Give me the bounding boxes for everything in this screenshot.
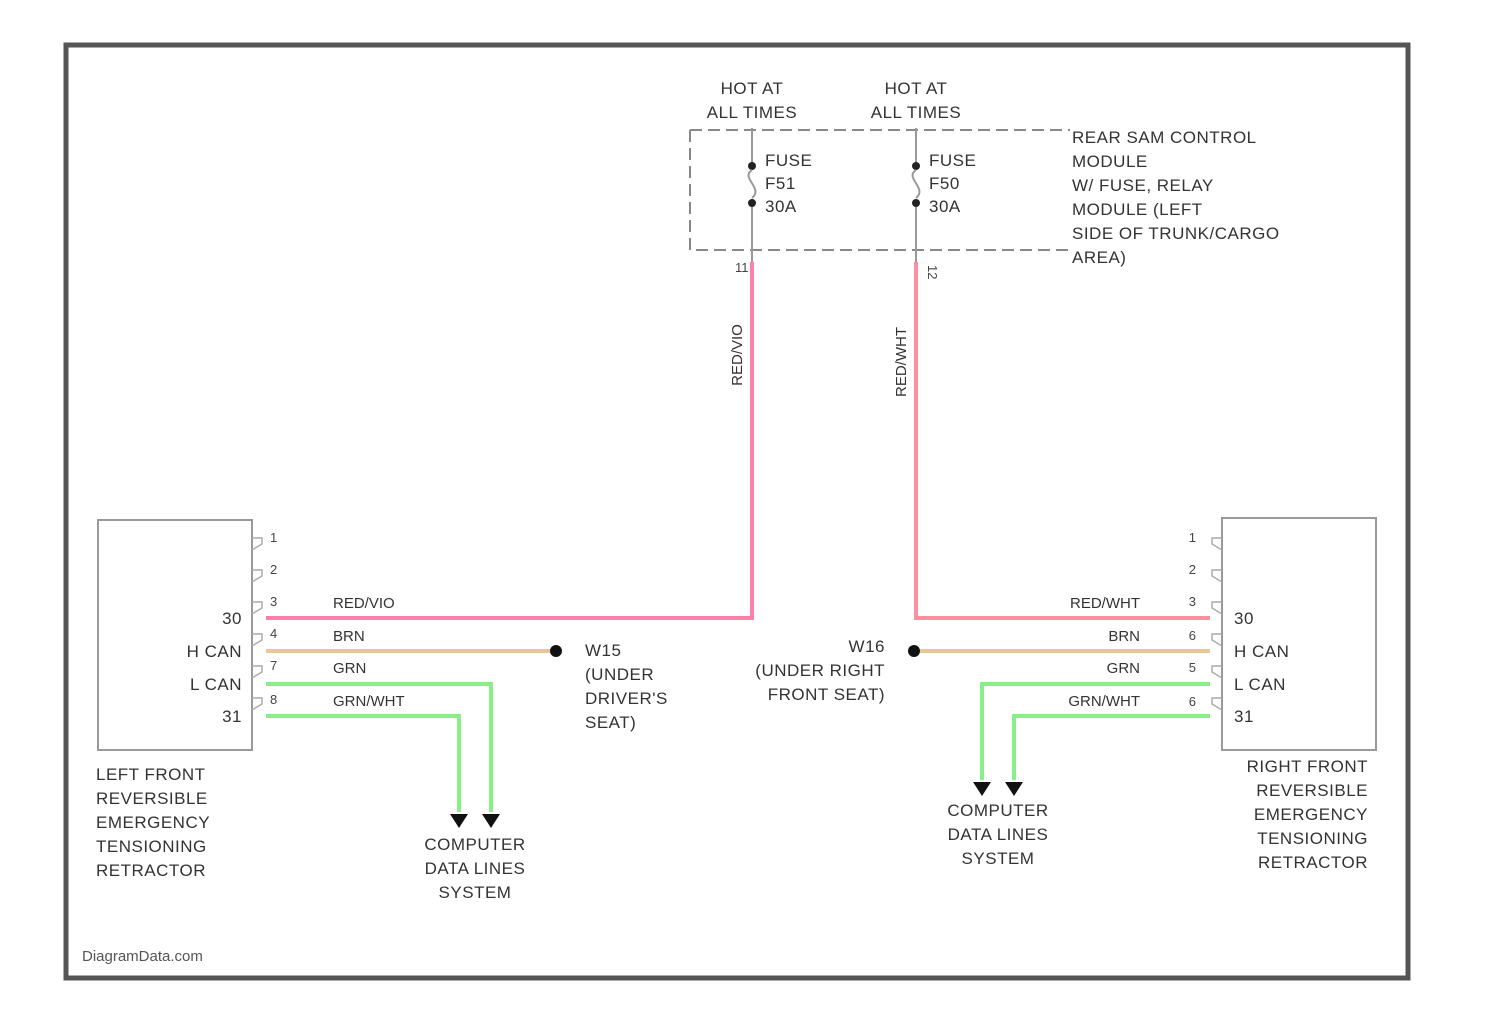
right-ground-label-2: (UNDER RIGHT xyxy=(755,661,885,680)
left-hot-at-line1: HOT AT xyxy=(721,79,784,98)
right-term-lcan: L CAN xyxy=(1234,675,1286,694)
left-wire-label-grnwht: GRN/WHT xyxy=(333,693,405,710)
left-data-lines-2: DATA LINES xyxy=(425,859,526,878)
right-module-pin: 12 xyxy=(925,265,940,279)
right-data-lines-2: DATA LINES xyxy=(948,825,1049,844)
left-retractor-label-3: EMERGENCY xyxy=(96,813,210,832)
module-label-1: REAR SAM CONTROL xyxy=(1072,128,1257,147)
right-fuse-label-3: 30A xyxy=(929,197,961,216)
left-term-31: 31 xyxy=(222,707,242,726)
module-label-2: MODULE xyxy=(1072,152,1148,171)
right-ground-label-3: FRONT SEAT) xyxy=(768,685,885,704)
right-term-30: 30 xyxy=(1234,609,1254,628)
right-wire-label-30: RED/WHT xyxy=(1070,595,1140,612)
left-ground-label-3: DRIVER'S xyxy=(585,689,668,708)
module-label-3: W/ FUSE, RELAY xyxy=(1072,176,1214,195)
right-pin-4: 6 xyxy=(1189,628,1196,643)
right-pin-5: 5 xyxy=(1189,660,1196,675)
right-fuse-label-2: F50 xyxy=(929,174,960,193)
left-fuse-label-1: FUSE xyxy=(765,151,812,170)
right-ground-point xyxy=(908,645,920,657)
left-ground-label-4: SEAT) xyxy=(585,713,636,732)
left-pin-4: 4 xyxy=(270,626,277,641)
right-pin-3: 3 xyxy=(1189,594,1196,609)
right-ground-label-1: W16 xyxy=(849,637,885,656)
right-pin-1: 1 xyxy=(1189,530,1196,545)
left-wire-label-30: RED/VIO xyxy=(333,595,395,612)
left-data-lines-1: COMPUTER xyxy=(424,835,525,854)
left-term-hcan: H CAN xyxy=(187,642,242,661)
left-fuse-label-2: F51 xyxy=(765,174,796,193)
left-ground-label-1: W15 xyxy=(585,641,621,660)
left-module-pin: 11 xyxy=(735,260,749,275)
left-pin-2: 2 xyxy=(270,562,277,577)
left-wire-label-grn: GRN xyxy=(333,660,366,677)
module-label-6: AREA) xyxy=(1072,248,1126,267)
left-retractor-label-2: REVERSIBLE xyxy=(96,789,208,808)
right-hot-at-line2: ALL TIMES xyxy=(871,103,961,122)
left-retractor-label-1: LEFT FRONT xyxy=(96,765,206,784)
right-pin-2: 2 xyxy=(1189,562,1196,577)
right-pin-6: 6 xyxy=(1189,694,1196,709)
left-hot-at-line2: ALL TIMES xyxy=(707,103,797,122)
right-power-wire-label: RED/WHT xyxy=(893,327,910,397)
watermark: DiagramData.com xyxy=(82,948,203,965)
left-term-30: 30 xyxy=(222,609,242,628)
right-wire-label-brn: BRN xyxy=(1108,628,1140,645)
right-fuse-label-1: FUSE xyxy=(929,151,976,170)
left-fuse-label-3: 30A xyxy=(765,197,797,216)
left-ground-label-2: (UNDER xyxy=(585,665,654,684)
left-ground-point xyxy=(550,645,562,657)
left-pin-3: 3 xyxy=(270,594,277,609)
left-term-lcan: L CAN xyxy=(190,675,242,694)
left-wire-label-brn: BRN xyxy=(333,628,365,645)
module-label-4: MODULE (LEFT xyxy=(1072,200,1203,219)
right-wire-label-grnwht: GRN/WHT xyxy=(1068,693,1140,710)
left-data-lines-3: SYSTEM xyxy=(439,883,512,902)
right-retractor-label-5: RETRACTOR xyxy=(1258,853,1368,872)
right-hot-at-line1: HOT AT xyxy=(885,79,948,98)
right-data-lines-1: COMPUTER xyxy=(947,801,1048,820)
left-retractor-label-4: TENSIONING xyxy=(96,837,207,856)
right-retractor-label-2: REVERSIBLE xyxy=(1256,781,1368,800)
left-pin-7: 7 xyxy=(270,658,277,673)
right-term-hcan: H CAN xyxy=(1234,642,1289,661)
right-retractor-label-4: TENSIONING xyxy=(1257,829,1368,848)
module-label-5: SIDE OF TRUNK/CARGO xyxy=(1072,224,1280,243)
right-wire-label-grn: GRN xyxy=(1107,660,1140,677)
right-term-31: 31 xyxy=(1234,707,1254,726)
left-power-wire-label: RED/VIO xyxy=(729,324,746,386)
left-pin-8: 8 xyxy=(270,692,277,707)
left-pin-1: 1 xyxy=(270,530,277,545)
right-retractor-label-1: RIGHT FRONT xyxy=(1247,757,1368,776)
right-retractor-label-3: EMERGENCY xyxy=(1254,805,1368,824)
left-retractor-label-5: RETRACTOR xyxy=(96,861,206,880)
right-data-lines-3: SYSTEM xyxy=(962,849,1035,868)
